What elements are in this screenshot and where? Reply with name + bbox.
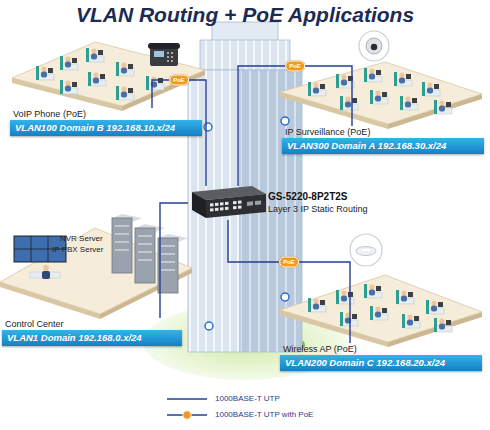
switch-image-slot xyxy=(188,186,268,220)
legend-swatch xyxy=(165,410,209,420)
vlan-domain-band: VoIP Phone (PoE)VLAN100 Domain B 192.168… xyxy=(10,108,202,136)
legend-swatch xyxy=(165,394,209,404)
vlan-label: VLAN200 Domain C 192.168.20.x/24 xyxy=(280,355,482,371)
wireless-ap-icon xyxy=(350,234,382,266)
switch-node: GS-5220-8P2T2SLayer 3 IP Static Routing xyxy=(188,186,388,220)
vlan-label: VLAN100 Domain B 192.168.10.x/24 xyxy=(10,120,202,136)
vlan-label: VLAN300 Domain A 192.168.30.x/24 xyxy=(282,138,484,154)
diagram-title: VLAN Routing + PoE Applications xyxy=(0,3,490,27)
legend-entry: 1000BASE-T UTP with PoE xyxy=(165,410,313,420)
vlan-label: VLAN1 Domain 192.168.0.x/24 xyxy=(2,330,182,346)
control-center-room xyxy=(0,214,192,319)
legend-text: 1000BASE-T UTP xyxy=(215,394,280,404)
ip-camera-icon xyxy=(359,31,389,61)
device-heading: VoIP Phone (PoE) xyxy=(10,108,202,120)
server-racks xyxy=(112,214,188,293)
network-cable xyxy=(238,66,352,186)
device-heading: IP Surveillance (PoE) xyxy=(282,126,484,138)
tower-exit-dots xyxy=(204,117,289,330)
switch-text: GS-5220-8P2T2SLayer 3 IP Static Routing xyxy=(268,191,367,215)
poe-badge: PoE xyxy=(285,61,305,72)
monitor-wall xyxy=(14,236,66,279)
legend-text: 1000BASE-T UTP with PoE xyxy=(215,410,313,420)
voip-room xyxy=(12,42,205,111)
ip-phone-icon xyxy=(148,43,180,66)
model-description: Layer 3 IP Static Routing xyxy=(268,203,367,215)
server-label: IP PBX Server xyxy=(52,245,103,255)
vlan-domain-band: Control CenterVLAN1 Domain 192.168.0.x/2… xyxy=(2,318,182,346)
poe-dot xyxy=(183,411,191,419)
office-tower xyxy=(188,22,302,352)
legend-entry: 1000BASE-T UTP xyxy=(165,394,280,404)
wireless-room xyxy=(280,234,482,347)
network-cable xyxy=(160,203,188,318)
legend-line xyxy=(167,398,207,399)
poe-badge: PoE xyxy=(279,257,299,268)
vlan-domain-band: IP Surveillance (PoE)VLAN300 Domain A 19… xyxy=(282,126,484,154)
server-label: NVR Server xyxy=(60,234,103,244)
poe-badge: PoE xyxy=(169,75,189,86)
switch-illustration xyxy=(192,186,266,218)
network-cable xyxy=(228,220,350,343)
surveillance-room xyxy=(280,31,482,129)
vlan-domain-band: Wireless AP (PoE)VLAN200 Domain C 192.16… xyxy=(280,343,482,371)
device-heading: Wireless AP (PoE) xyxy=(280,343,482,355)
model-name: GS-5220-8P2T2S xyxy=(268,191,367,203)
device-heading: Control Center xyxy=(2,318,182,330)
